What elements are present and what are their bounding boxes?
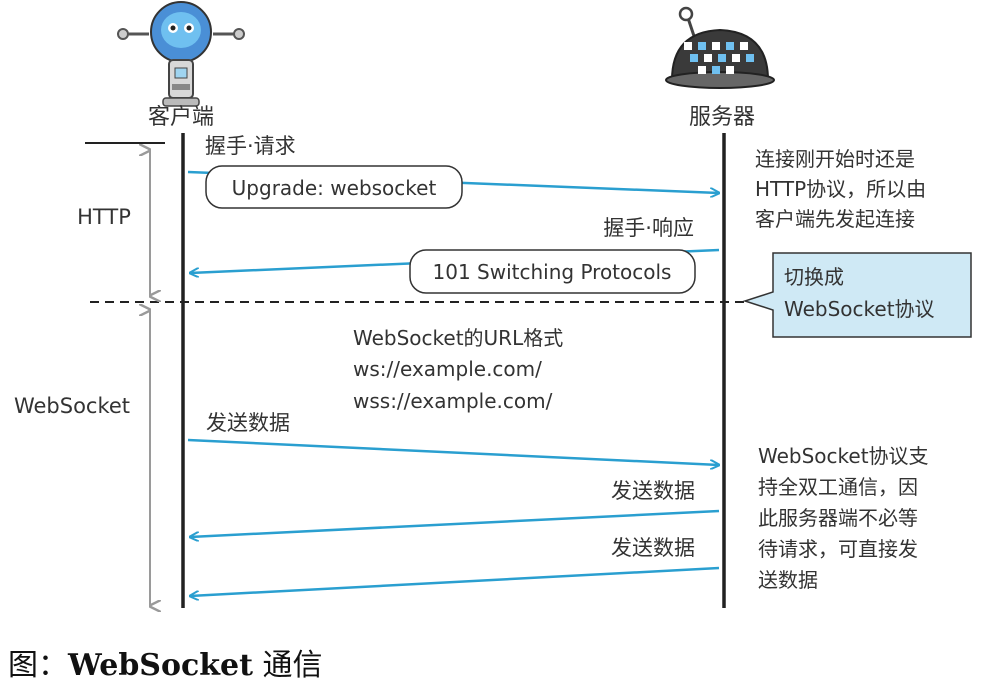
handshake-request-label: 握手·请求 [205,134,296,158]
start-note-line-1: 连接刚开始时还是 [755,147,915,171]
duplex-note-line-5: 送数据 [758,568,818,592]
upgrade-header-text: Upgrade: websocket [232,176,437,200]
url-format-ws: ws://example.com/ [353,357,542,381]
connection-start-note: 连接刚开始时还是 HTTP协议，所以由 客户端先发起连接 [755,147,926,231]
client-send-label: 发送数据 [206,411,290,435]
duplex-note-line-3: 此服务器端不必等 [758,506,918,530]
server-send-label-1: 发送数据 [611,479,695,503]
url-format-title: WebSocket的URL格式 [353,326,563,350]
url-format-wss: wss://example.com/ [353,389,553,413]
caption-suffix: 通信 [252,648,323,683]
duplex-note-line-1: WebSocket协议支 [758,444,929,468]
switch-note-line-1: 切换成 [784,265,844,289]
http-phase-label: HTTP [77,205,131,229]
server-send-label-2: 发送数据 [611,536,695,560]
upgrade-header-box [205,165,463,209]
figure-caption: 图：WebSocket 通信 [8,640,323,684]
caption-prefix: 图： [8,648,68,683]
start-note-line-3: 客户端先发起连接 [755,207,915,231]
client-send-arrow [187,438,719,465]
server-label: 服务器 [689,105,755,130]
server-robot-icon [665,6,775,89]
switch-note-line-2: WebSocket协议 [784,297,935,321]
url-format-block: WebSocket的URL格式 ws://example.com/ wss://… [353,326,563,413]
start-note-line-2: HTTP协议，所以由 [755,177,926,201]
handshake-response-label: 握手·响应 [603,216,694,240]
robot-icon [117,1,245,107]
switching-protocols-text: 101 Switching Protocols [433,260,672,284]
duplex-note-line-4: 待请求，可直接发 [758,537,918,561]
client-label: 客户端 [148,105,214,130]
duplex-note-line-2: 持全双工通信，因 [758,475,918,499]
switching-protocols-box [409,249,696,294]
server-send-arrow-1 [190,509,720,537]
full-duplex-note: WebSocket协议支 持全双工通信，因 此服务器端不必等 待请求，可直接发 … [758,444,929,592]
server-send-arrow-2 [190,566,720,596]
switch-protocol-callout: 切换成 WebSocket协议 [742,252,972,338]
caption-bold: WebSocket [68,648,253,683]
websocket-phase-label: WebSocket [14,394,130,418]
